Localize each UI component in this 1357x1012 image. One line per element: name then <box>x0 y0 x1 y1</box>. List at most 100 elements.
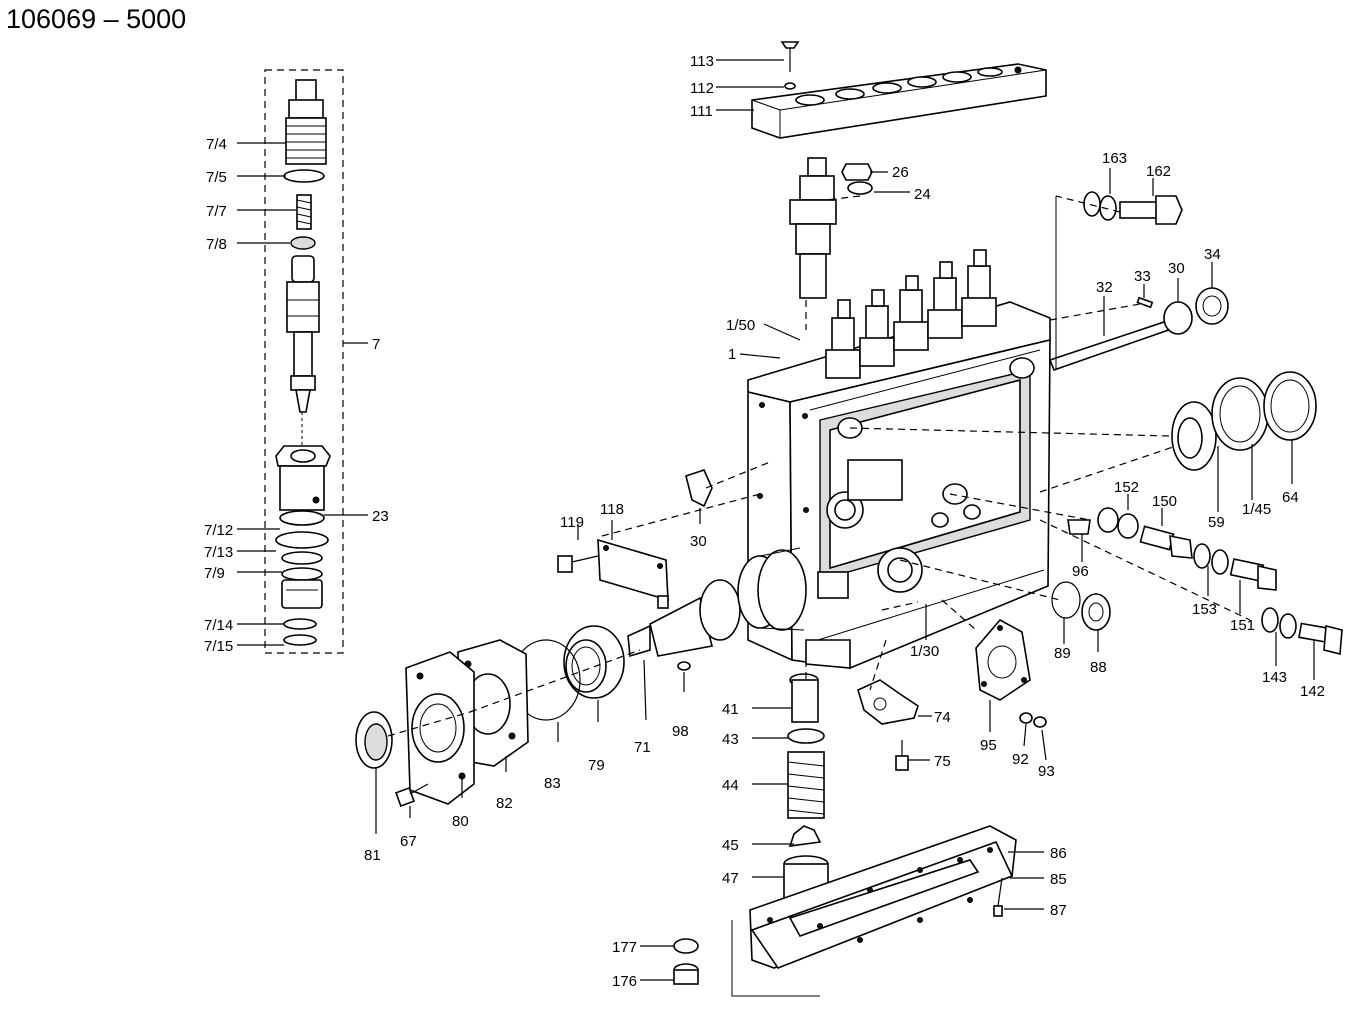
callout-34: 34 <box>1204 246 1221 263</box>
callout-32: 32 <box>1096 279 1113 296</box>
delivery-valve-holder <box>285 79 327 165</box>
callout-82: 82 <box>496 795 513 812</box>
nut-92 <box>1019 712 1033 724</box>
callout-112: 112 <box>690 80 714 97</box>
bolt-151 <box>1229 558 1277 591</box>
callout-7-7: 7/7 <box>206 203 227 220</box>
washer-93 <box>1033 716 1047 728</box>
leader-lines <box>237 59 1315 997</box>
callout-43: 43 <box>722 731 739 748</box>
callout-7-5: 7/5 <box>206 169 227 186</box>
pump-housing <box>747 249 1051 669</box>
bolt-150 <box>1139 525 1193 559</box>
shim-1-45 <box>1211 377 1269 451</box>
callout-86: 86 <box>1050 845 1067 862</box>
callout-98: 98 <box>672 723 689 740</box>
callout-7: 7 <box>372 336 380 353</box>
callout-119: 119 <box>560 514 584 531</box>
callout-96: 96 <box>1072 563 1089 580</box>
screw-75 <box>895 740 909 771</box>
washer-152a <box>1097 507 1119 533</box>
washer-153b <box>1211 549 1229 575</box>
sleeve-30-lower <box>685 469 713 508</box>
pin-33 <box>1136 296 1154 309</box>
callout-59: 59 <box>1208 514 1225 531</box>
washer-143b <box>1279 613 1297 639</box>
callout-93: 93 <box>1038 763 1055 780</box>
washer-152b <box>1117 513 1139 539</box>
bracket-118 <box>597 538 669 609</box>
callout-80: 80 <box>452 813 469 830</box>
callout-88: 88 <box>1090 659 1107 676</box>
screw-119 <box>557 555 599 573</box>
assembly-dashed-frame <box>264 69 344 654</box>
washer-7-8 <box>290 236 316 250</box>
bearing-59 <box>1171 401 1217 471</box>
washer-153a <box>1193 543 1211 569</box>
delivery-valve-holder-upper <box>789 157 873 299</box>
callout-153: 153 <box>1192 601 1217 618</box>
callout-150: 150 <box>1152 493 1177 510</box>
callout-labels: 7/4 7/5 7/7 7/8 7 23 7/12 7/13 7/9 7/14 … <box>204 53 1325 990</box>
end-flange-80 <box>405 651 475 805</box>
bolt-142 <box>1298 622 1343 656</box>
callout-7-8: 7/8 <box>206 236 227 253</box>
pump-element <box>286 255 320 413</box>
callout-89: 89 <box>1054 645 1071 662</box>
callout-118: 118 <box>600 501 624 518</box>
ring-7-9 <box>281 551 323 565</box>
callout-92: 92 <box>1012 751 1029 768</box>
callout-79: 79 <box>588 757 605 774</box>
callout-41: 41 <box>722 701 739 718</box>
woodruff-key-98 <box>677 661 691 671</box>
callout-162: 162 <box>1146 163 1171 180</box>
ring-7-13 <box>275 531 329 549</box>
callout-44: 44 <box>722 777 739 794</box>
element-heads <box>825 249 997 379</box>
callout-67: 67 <box>400 833 417 850</box>
callout-1-45: 1/45 <box>1242 501 1271 518</box>
callout-85: 85 <box>1050 871 1067 888</box>
spring-seat <box>281 567 323 609</box>
callout-64: 64 <box>1282 489 1299 506</box>
callout-7-12: 7/12 <box>204 522 233 539</box>
callout-177: 177 <box>612 939 637 956</box>
cover-gasket-95 <box>975 618 1031 701</box>
callout-1: 1 <box>728 346 736 363</box>
callout-7-14: 7/14 <box>204 617 233 634</box>
callout-83: 83 <box>544 775 561 792</box>
plug-34 <box>1195 287 1229 325</box>
plug-176 <box>673 963 699 985</box>
ring-7-14 <box>283 618 317 630</box>
fitting-96 <box>1067 519 1091 535</box>
callout-7-13: 7/13 <box>204 544 233 561</box>
banjo-bolt-162 <box>1119 195 1183 225</box>
washer-143a <box>1261 607 1279 633</box>
callout-81: 81 <box>364 847 381 864</box>
callout-30-lower: 30 <box>690 533 707 550</box>
screw-67 <box>395 783 429 807</box>
callout-7-15: 7/15 <box>204 638 233 655</box>
bracket-74 <box>857 679 919 725</box>
callout-151: 151 <box>1230 617 1255 634</box>
callout-142: 142 <box>1300 683 1325 700</box>
camshaft <box>627 547 807 658</box>
callout-143: 143 <box>1262 669 1287 686</box>
callout-163: 163 <box>1102 150 1127 167</box>
callout-1-30: 1/30 <box>910 643 939 660</box>
callout-176: 176 <box>612 973 637 990</box>
ring-7-15 <box>283 634 317 646</box>
washer-163b <box>1099 195 1117 221</box>
valve-spring <box>296 194 312 230</box>
control-sleeve <box>275 445 331 511</box>
callout-74: 74 <box>934 709 951 726</box>
ring-177 <box>673 938 699 954</box>
washer-163a <box>1083 191 1101 217</box>
o-ring-7-5 <box>283 169 325 183</box>
sleeve-30 <box>1163 301 1193 335</box>
element-assembly-group <box>264 69 344 654</box>
callout-71: 71 <box>634 739 651 756</box>
callout-33: 33 <box>1134 268 1151 285</box>
